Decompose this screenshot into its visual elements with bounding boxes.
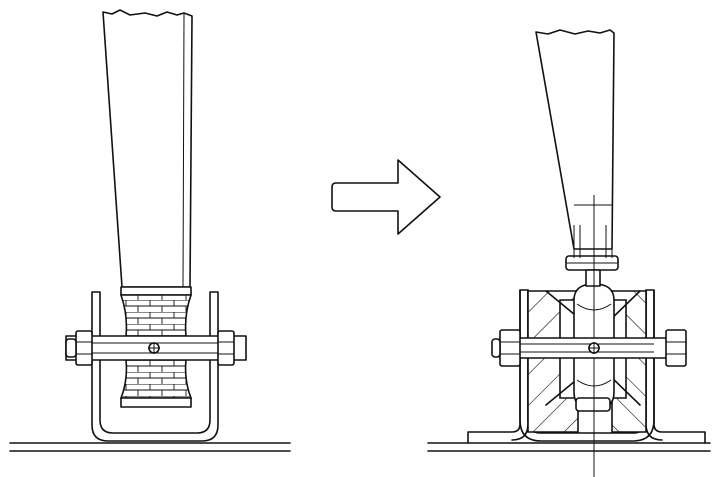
nut-right: [217, 330, 235, 366]
right-arrow-icon: [331, 159, 441, 235]
roller-lower: [119, 359, 193, 408]
ball-foot: [575, 397, 611, 412]
nut-right: [665, 329, 687, 367]
nut-left: [75, 330, 93, 366]
bolt-end-left: [65, 338, 77, 358]
handle-pole: [102, 9, 193, 288]
stem: [585, 269, 601, 287]
bolt-end-left: [491, 338, 501, 358]
panel-after: [427, 29, 711, 477]
panel-before: [9, 9, 291, 452]
u-bracket: [91, 291, 219, 442]
roller-upper: [119, 286, 193, 337]
nut-left: [499, 329, 521, 367]
handle-pole: [535, 29, 615, 250]
handle-edge: [182, 13, 185, 288]
